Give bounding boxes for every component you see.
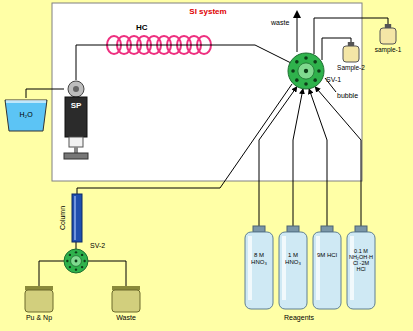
water-beaker: H₂O	[4, 98, 48, 132]
outlet-label: waste	[271, 19, 289, 27]
node-label: 0.1 M NH₂OH·HCl -2M HCl	[348, 248, 374, 272]
reagent-shape	[244, 226, 274, 310]
waste-arrowhead	[293, 10, 301, 18]
node-label: SP	[62, 102, 90, 111]
group-label: Reagents	[284, 314, 314, 322]
node-label: 9M HCl	[314, 252, 340, 259]
waste-outlet	[297, 16, 298, 52]
reagent-bottle: 1 M HNO₃	[278, 226, 308, 310]
reagent-shape	[278, 226, 308, 310]
tube-line	[315, 87, 361, 226]
tube-line	[259, 87, 297, 226]
valve-shape	[287, 52, 325, 90]
node-label: Sample-2	[334, 64, 368, 71]
sample-shape	[368, 24, 408, 60]
reagent-shape	[312, 226, 342, 310]
node-label: H₂O	[4, 111, 48, 119]
part-label: HC	[136, 24, 148, 33]
node-label: Column	[59, 206, 67, 230]
switching-valve: SV-2	[63, 248, 89, 274]
node-label: 1 M HNO₃	[280, 252, 306, 265]
port-label: bubble	[337, 92, 358, 100]
separation-column: Column	[56, 194, 82, 242]
pump-shape	[62, 80, 90, 160]
node-label: Pu & Np	[16, 314, 62, 322]
tube-line	[76, 45, 291, 80]
tube-line	[293, 89, 303, 226]
tube-line	[76, 242, 77, 249]
syringe-pump: SP	[62, 80, 90, 160]
tube-line	[39, 261, 64, 286]
tube-line	[77, 84, 292, 194]
collection-vessel: Pu & Np	[16, 286, 62, 326]
sample-bottle: sample-1	[368, 24, 408, 60]
node-label: 8 M HNO₃	[246, 252, 272, 265]
tube-line	[26, 89, 64, 98]
valve-shape	[63, 248, 89, 274]
tube-line	[88, 261, 126, 286]
node-label: sample-1	[368, 46, 408, 53]
node-label: SV-1	[326, 76, 341, 84]
selection-valve: SV-1	[287, 52, 325, 90]
node-label: Waste	[104, 314, 148, 322]
reagent-bottle: 8 M HNO₃	[244, 226, 274, 310]
reagent-bottle: 0.1 M NH₂OH·HCl -2M HCl	[346, 226, 376, 310]
waste-vessel: Waste	[104, 286, 148, 326]
sample-bottle: Sample-2	[334, 42, 368, 76]
system-panel	[52, 3, 362, 181]
node-label: SI system	[53, 8, 363, 17]
system-frame: SI systemSP SV-1	[52, 3, 362, 181]
reagent-bottle: 9M HCl	[312, 226, 342, 310]
tube-line	[309, 89, 327, 226]
node-label: SV-2	[90, 242, 105, 250]
